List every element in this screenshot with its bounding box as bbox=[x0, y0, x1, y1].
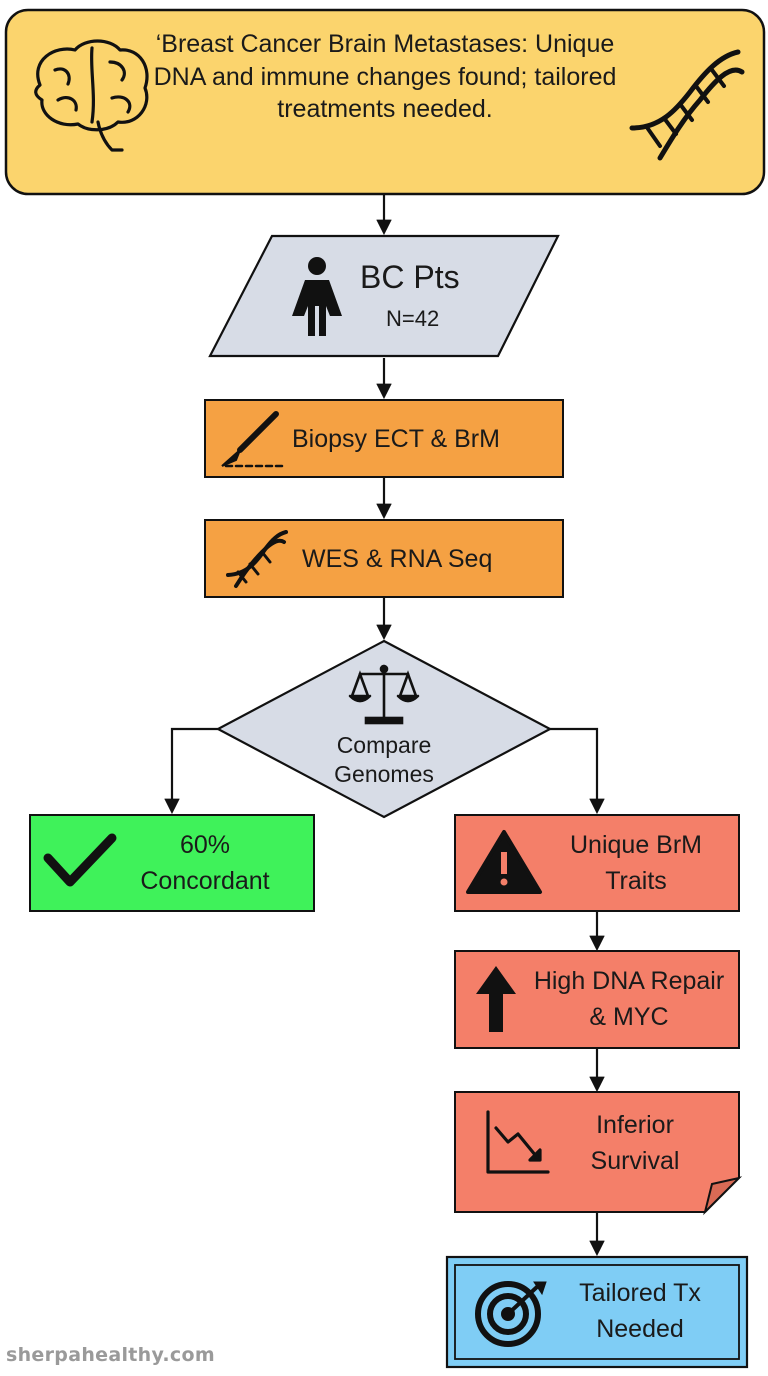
unique-traits-label: Unique BrM Traits bbox=[570, 831, 702, 895]
arrow-compare-to-unique bbox=[550, 727, 605, 815]
sequencing-label: WES & RNA Seq bbox=[302, 545, 493, 573]
folded-corner bbox=[703, 1176, 743, 1216]
person-icon bbox=[292, 257, 342, 336]
survival-label: Inferior Survival bbox=[590, 1111, 680, 1175]
balance-scale-icon bbox=[348, 664, 420, 725]
page-title: ‘Breast Cancer Brain Metastases: Unique … bbox=[153, 30, 617, 123]
tailored-node-inner-border bbox=[454, 1264, 740, 1360]
target-icon bbox=[475, 1281, 547, 1347]
arrow-compare-to-concordant bbox=[164, 727, 218, 815]
brain-icon bbox=[34, 39, 149, 152]
declining-chart-icon bbox=[486, 1110, 550, 1174]
biopsy-node bbox=[204, 399, 564, 478]
concordant-label: 60% Concordant bbox=[140, 831, 270, 895]
warning-icon bbox=[466, 830, 542, 894]
checkmark-icon bbox=[43, 833, 117, 887]
dna-icon bbox=[629, 49, 745, 161]
tailored-label: Tailored Tx Needed bbox=[579, 1279, 701, 1343]
patients-label: BC Pts bbox=[360, 259, 460, 295]
up-arrow-icon bbox=[476, 966, 516, 1032]
compare-label: Compare Genomes bbox=[334, 732, 434, 788]
tailored-node bbox=[445, 1255, 749, 1369]
sequencing-node bbox=[204, 519, 564, 598]
concordant-node bbox=[29, 814, 315, 912]
patients-count: N=42 bbox=[386, 306, 440, 331]
scalpel-icon bbox=[221, 411, 284, 468]
watermark: sherpahealthy.com bbox=[6, 1344, 215, 1366]
dna-repair-label: High DNA Repair & MYC bbox=[533, 967, 725, 1031]
biopsy-label: Biopsy ECT & BrM bbox=[292, 425, 500, 453]
title-box bbox=[4, 8, 766, 196]
patients-node bbox=[208, 234, 560, 358]
connectors bbox=[164, 195, 605, 1257]
compare-node bbox=[215, 639, 553, 819]
dna-small-icon bbox=[226, 530, 288, 588]
